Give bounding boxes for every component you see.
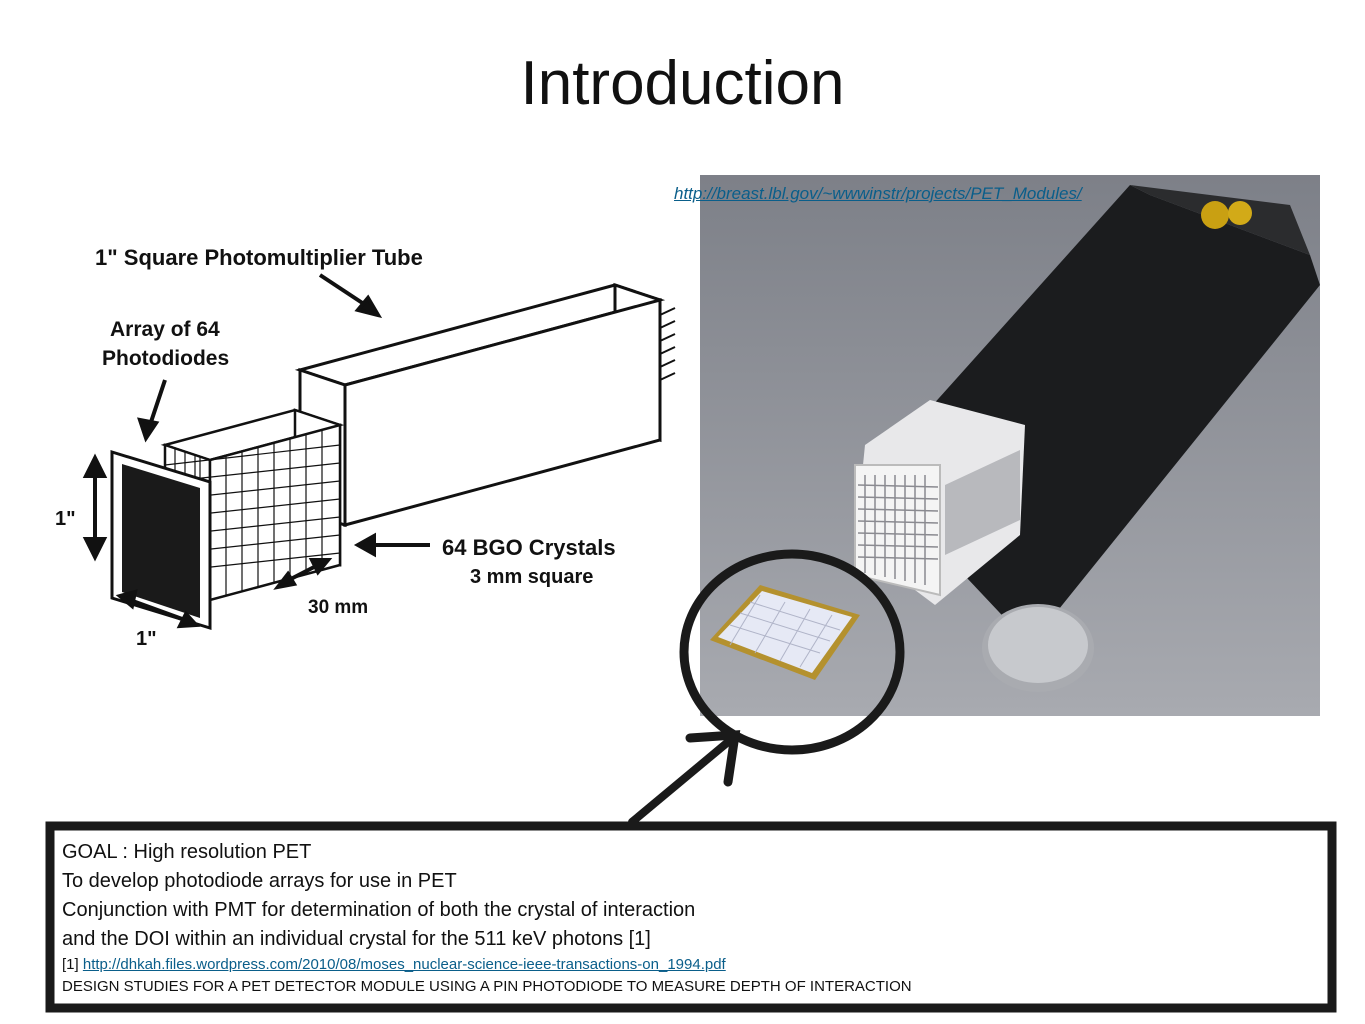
reference-prefix: [1] [62, 956, 83, 973]
label-one-inch-vertical: 1" [55, 508, 76, 530]
detector-photo-svg [700, 175, 1320, 716]
label-bgo-line1: 64 BGO Crystals [442, 535, 616, 560]
photo-source-link[interactable]: http://breast.lbl.gov/~wwwinstr/projects… [674, 184, 1082, 203]
goal-line: GOAL : High resolution PET [62, 841, 312, 863]
goal-description-line-1: To develop photodiode arrays for use in … [62, 870, 457, 892]
photodiode-array-plate [110, 449, 212, 631]
detector-diagram-svg: 1" Square Photomultiplier Tube Array of … [55, 245, 676, 650]
pmt-pins [659, 307, 676, 381]
label-bgo-line2: 3 mm square [470, 566, 593, 588]
slide-title: Introduction [520, 49, 845, 118]
reference-line: [1] http://dhkah.files.wordpress.com/201… [62, 954, 1322, 976]
label-thirty-mm: 30 mm [308, 597, 368, 618]
goal-description-line-2: Conjunction with PMT for determination o… [62, 899, 696, 921]
pmt-box [294, 282, 666, 528]
reference-link[interactable]: http://dhkah.files.wordpress.com/2010/08… [82, 956, 726, 973]
detector-diagram: 1" Square Photomultiplier Tube Array of … [40, 220, 700, 660]
label-array-line2: Photodiodes [102, 347, 229, 370]
reference-title: DESIGN STUDIES FOR A PET DETECTOR MODULE… [62, 978, 912, 995]
callout-arrow-head [685, 730, 741, 787]
goal-textbox: GOAL : High resolution PET To develop ph… [62, 838, 1322, 998]
detector-photo [700, 175, 1320, 716]
diagram-arrows [82, 273, 430, 629]
label-array-line1: Array of 64 [110, 318, 220, 341]
goal-description-line-3: and the DOI within an individual crystal… [62, 928, 651, 950]
label-one-inch-horizontal: 1" [136, 628, 157, 650]
label-pmt: 1" Square Photomultiplier Tube [95, 245, 423, 270]
callout-arrow-shaft [628, 738, 732, 826]
